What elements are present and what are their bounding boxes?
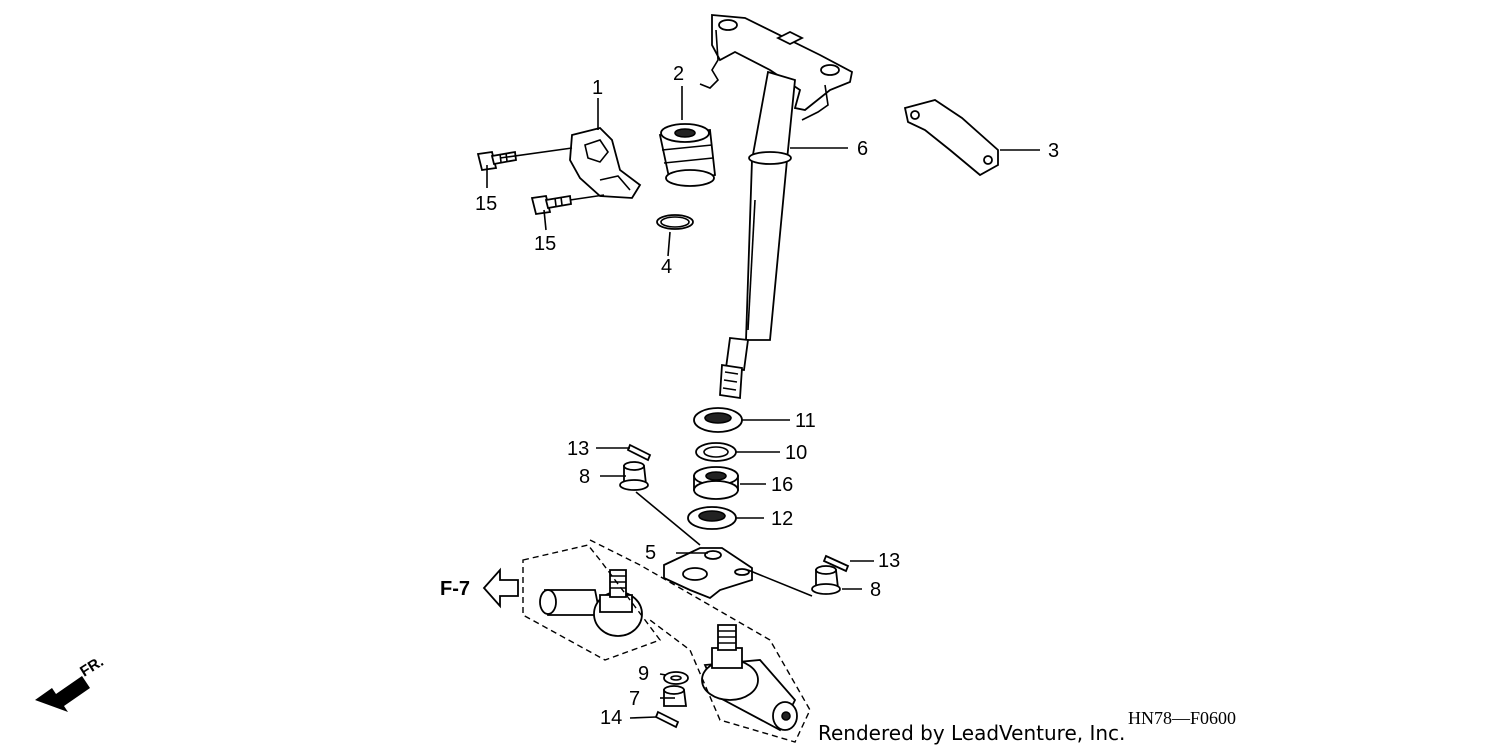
cotter-pin-part-c[interactable] <box>654 710 680 729</box>
shaft-bushing-part[interactable] <box>658 123 716 187</box>
callout-13-left: 13 <box>567 438 589 460</box>
callout-9: 9 <box>638 663 649 685</box>
callout-2: 2 <box>673 63 684 85</box>
leader-nut-arm-b <box>747 569 813 597</box>
washer-part[interactable] <box>695 442 737 462</box>
bearing-part[interactable] <box>693 466 739 500</box>
front-label: FR. <box>77 653 107 680</box>
reference-label[interactable]: F-7 <box>440 578 470 600</box>
castle-nut-part-a[interactable] <box>619 461 649 491</box>
callout-1: 1 <box>592 77 603 99</box>
callout-8-right: 8 <box>870 579 881 601</box>
callout-5: 5 <box>645 542 656 564</box>
callout-4: 4 <box>661 256 672 278</box>
cotter-pin-part-a[interactable] <box>626 443 652 462</box>
callout-16: 16 <box>771 474 793 496</box>
front-arrow-icon <box>35 676 90 712</box>
oil-seal-part[interactable] <box>693 407 743 433</box>
callout-11: 11 <box>795 410 816 432</box>
tie-rod-group-outline-a <box>522 544 662 661</box>
shaft-holder-part[interactable] <box>569 127 642 199</box>
reference-arrow-icon <box>482 567 519 609</box>
steering-shaft-part[interactable] <box>699 14 854 400</box>
circlip-part[interactable] <box>656 214 694 230</box>
tie-rod-end-upper[interactable] <box>539 569 643 637</box>
steering-arm-part[interactable] <box>663 547 753 600</box>
callout-8-left: 8 <box>579 466 590 488</box>
tie-rod-group-outline-b <box>589 539 811 743</box>
castle-nut-part-c[interactable] <box>663 685 688 707</box>
callout-15-upper: 15 <box>475 193 497 215</box>
tie-rod-end-lower[interactable] <box>701 624 798 732</box>
lower-oil-seal-part[interactable] <box>687 506 737 530</box>
callout-3: 3 <box>1048 140 1059 162</box>
flange-bolt-part-a[interactable] <box>476 150 517 172</box>
tie-rod-washer-part[interactable] <box>663 671 689 685</box>
callout-7: 7 <box>629 688 640 710</box>
leader-nut-arm-a <box>635 491 701 546</box>
callout-13-right: 13 <box>878 550 900 572</box>
cotter-pin-part-b[interactable] <box>822 554 850 573</box>
shaft-plate-part[interactable] <box>903 99 999 177</box>
castle-nut-part-b[interactable] <box>811 565 841 595</box>
callout-15-lower: 15 <box>534 233 556 255</box>
callout-leaders <box>486 86 1040 719</box>
callout-10: 10 <box>785 442 807 464</box>
callout-6: 6 <box>857 138 868 160</box>
diagram-code: HN78—F0600 <box>1128 708 1236 728</box>
flange-bolt-part-b[interactable] <box>530 194 572 216</box>
credit-text: Rendered by LeadVenture, Inc. <box>818 721 1125 745</box>
callout-12: 12 <box>771 508 793 530</box>
callout-14: 14 <box>600 707 622 729</box>
